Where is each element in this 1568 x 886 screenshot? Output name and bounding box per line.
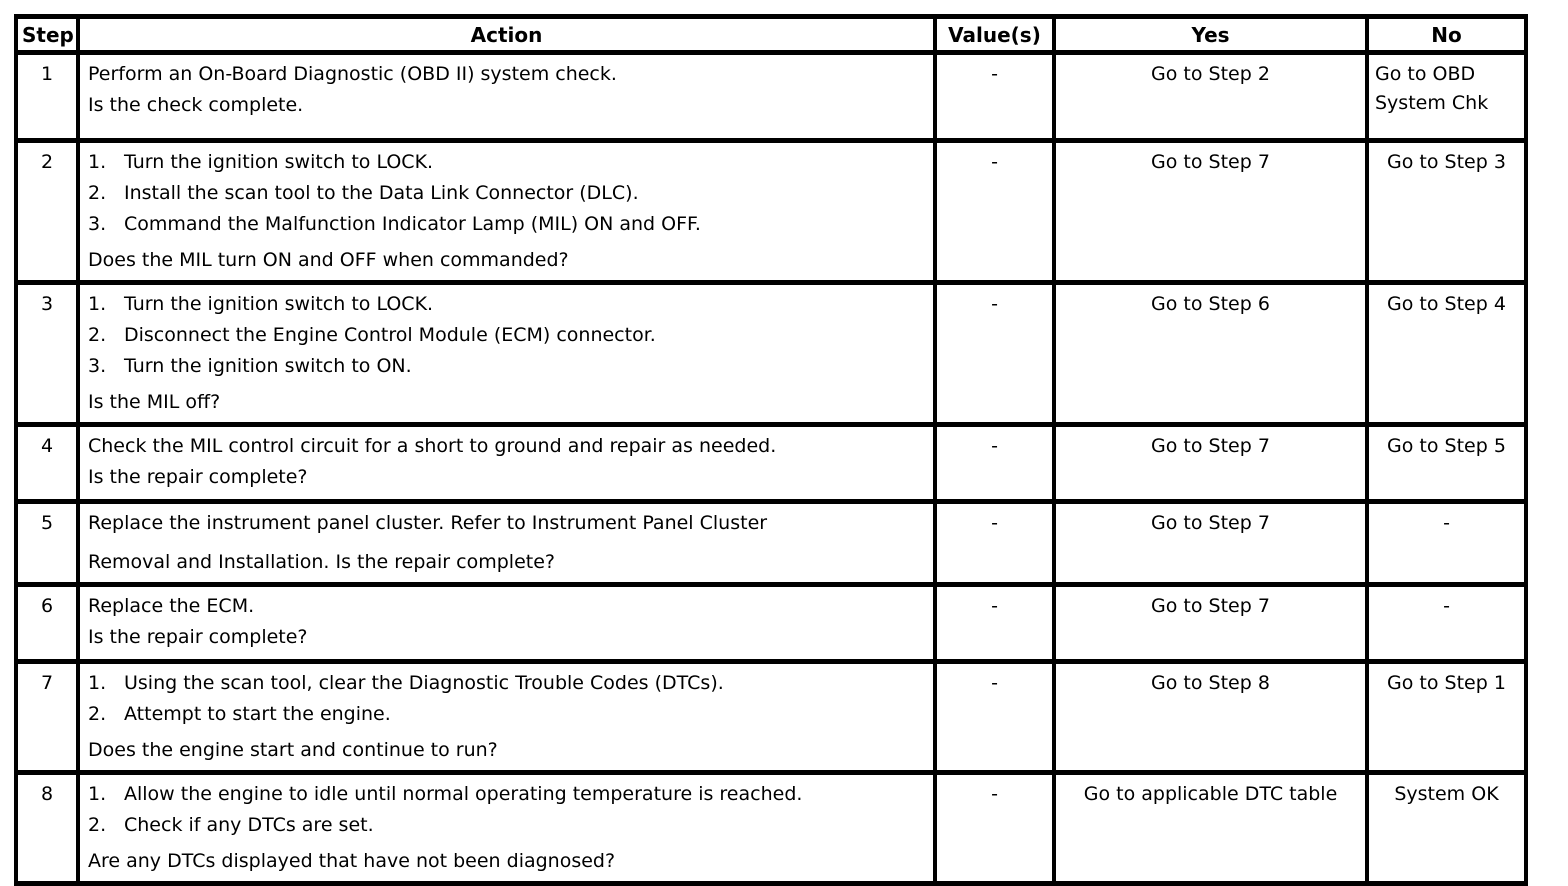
action-list-item: 1. Turn the ignition switch to LOCK. <box>88 147 925 178</box>
no-cell: System OK <box>1365 770 1528 886</box>
action-list-item: 1. Turn the ignition switch to LOCK. <box>88 289 925 320</box>
list-item-number: 2. <box>88 814 107 836</box>
list-item-number: 2. <box>88 182 107 204</box>
list-item-text: Using the scan tool, clear the Diagnosti… <box>124 672 724 694</box>
list-item-text: Install the scan tool to the Data Link C… <box>124 182 639 204</box>
list-item-text: Turn the ignition switch to LOCK. <box>124 293 434 315</box>
list-item-text: Command the Malfunction Indicator Lamp (… <box>124 213 701 235</box>
value-cell: - <box>933 280 1056 427</box>
action-cell: 1. Turn the ignition switch to LOCK. 2. … <box>76 138 937 285</box>
header-row: Step Action Value(s) Yes No <box>14 14 1528 55</box>
list-item-text: Allow the engine to idle until normal op… <box>124 783 803 805</box>
action-question: Are any DTCs displayed that have not bee… <box>88 850 616 872</box>
action-line: Check the MIL control circuit for a shor… <box>88 435 777 457</box>
action-list-item: 2. Attempt to start the engine. <box>88 699 925 730</box>
header-values: Value(s) <box>933 14 1056 55</box>
step-number: 6 <box>14 582 80 664</box>
step-number: 5 <box>14 499 80 587</box>
no-cell: Go to Step 5 <box>1365 422 1528 504</box>
action-line: Perform an On-Board Diagnostic (OBD II) … <box>88 63 617 85</box>
list-item-text: Turn the ignition switch to ON. <box>124 355 412 377</box>
value-cell: - <box>933 138 1056 285</box>
action-question: Is the MIL off? <box>88 391 221 413</box>
yes-cell: Go to Step 2 <box>1052 50 1369 143</box>
action-question: Is the repair complete? <box>88 626 308 648</box>
no-cell: Go to OBD System Chk <box>1365 50 1528 143</box>
list-item-number: 3. <box>88 213 107 235</box>
list-item-number: 1. <box>88 783 107 805</box>
action-question: Is the check complete. <box>88 94 304 116</box>
action-cell: 1. Using the scan tool, clear the Diagno… <box>76 659 937 775</box>
table-row-step-6: 6 Replace the ECM. Is the repair complet… <box>14 582 1528 664</box>
action-list-item: 1. Using the scan tool, clear the Diagno… <box>88 668 925 699</box>
no-cell: Go to Step 4 <box>1365 280 1528 427</box>
step-number: 3 <box>14 280 80 427</box>
action-list-item: 1. Allow the engine to idle until normal… <box>88 779 925 810</box>
header-no: No <box>1365 14 1528 55</box>
no-cell: Go to Step 1 <box>1365 659 1528 775</box>
table-row-step-8: 8 1. Allow the engine to idle until norm… <box>14 770 1528 886</box>
table-row-step-3: 3 1. Turn the ignition switch to LOCK. 2… <box>14 280 1528 427</box>
value-cell: - <box>933 50 1056 143</box>
value-cell: - <box>933 499 1056 587</box>
step-number: 8 <box>14 770 80 886</box>
table-row-step-7: 7 1. Using the scan tool, clear the Diag… <box>14 659 1528 775</box>
header-action: Action <box>76 14 937 55</box>
step-number: 7 <box>14 659 80 775</box>
list-item-number: 1. <box>88 151 107 173</box>
value-cell: - <box>933 422 1056 504</box>
action-list-item: 3. Turn the ignition switch to ON. <box>88 351 925 382</box>
yes-cell: Go to Step 7 <box>1052 138 1369 285</box>
value-cell: - <box>933 582 1056 664</box>
yes-cell: Go to Step 8 <box>1052 659 1369 775</box>
list-item-number: 2. <box>88 703 107 725</box>
yes-cell: Go to applicable DTC table <box>1052 770 1369 886</box>
yes-cell: Go to Step 7 <box>1052 499 1369 587</box>
table-row-step-2: 2 1. Turn the ignition switch to LOCK. 2… <box>14 138 1528 285</box>
action-list-item: 2. Install the scan tool to the Data Lin… <box>88 178 925 209</box>
list-item-text: Check if any DTCs are set. <box>124 814 374 836</box>
action-cell: Check the MIL control circuit for a shor… <box>76 422 937 504</box>
action-list-item: 2. Disconnect the Engine Control Module … <box>88 320 925 351</box>
header-step: Step <box>14 14 80 55</box>
action-line: Replace the instrument panel cluster. Re… <box>88 512 768 534</box>
action-cell: 1. Allow the engine to idle until normal… <box>76 770 937 886</box>
header-yes: Yes <box>1052 14 1369 55</box>
action-cell: Replace the instrument panel cluster. Re… <box>76 499 937 587</box>
step-number: 4 <box>14 422 80 504</box>
action-question: Does the MIL turn ON and OFF when comman… <box>88 249 569 271</box>
no-cell: Go to Step 3 <box>1365 138 1528 285</box>
list-item-number: 3. <box>88 355 107 377</box>
list-item-number: 1. <box>88 293 107 315</box>
action-cell: 1. Turn the ignition switch to LOCK. 2. … <box>76 280 937 427</box>
action-line: Replace the ECM. <box>88 595 255 617</box>
list-item-text: Attempt to start the engine. <box>124 703 391 725</box>
value-cell: - <box>933 659 1056 775</box>
step-number: 2 <box>14 138 80 285</box>
table-row-step-5: 5 Replace the instrument panel cluster. … <box>14 499 1528 587</box>
action-cell: Perform an On-Board Diagnostic (OBD II) … <box>76 50 937 143</box>
value-cell: - <box>933 770 1056 886</box>
table-row-step-1: 1 Perform an On-Board Diagnostic (OBD II… <box>14 50 1528 143</box>
yes-cell: Go to Step 7 <box>1052 582 1369 664</box>
action-question: Does the engine start and continue to ru… <box>88 739 498 761</box>
no-cell: - <box>1365 499 1528 587</box>
list-item-number: 1. <box>88 672 107 694</box>
yes-cell: Go to Step 7 <box>1052 422 1369 504</box>
table-row-step-4: 4 Check the MIL control circuit for a sh… <box>14 422 1528 504</box>
diagnostic-table: Step Action Value(s) Yes No 1 Perform an… <box>14 14 1528 886</box>
action-question: Is the repair complete? <box>88 466 308 488</box>
action-list-item: 2. Check if any DTCs are set. <box>88 810 925 841</box>
list-item-text: Turn the ignition switch to LOCK. <box>124 151 434 173</box>
list-item-text: Disconnect the Engine Control Module (EC… <box>124 324 656 346</box>
step-number: 1 <box>14 50 80 143</box>
yes-cell: Go to Step 6 <box>1052 280 1369 427</box>
list-item-number: 2. <box>88 324 107 346</box>
action-line: Removal and Installation. Is the repair … <box>88 551 555 573</box>
no-cell: - <box>1365 582 1528 664</box>
action-list-item: 3. Command the Malfunction Indicator Lam… <box>88 209 925 240</box>
action-cell: Replace the ECM. Is the repair complete? <box>76 582 937 664</box>
